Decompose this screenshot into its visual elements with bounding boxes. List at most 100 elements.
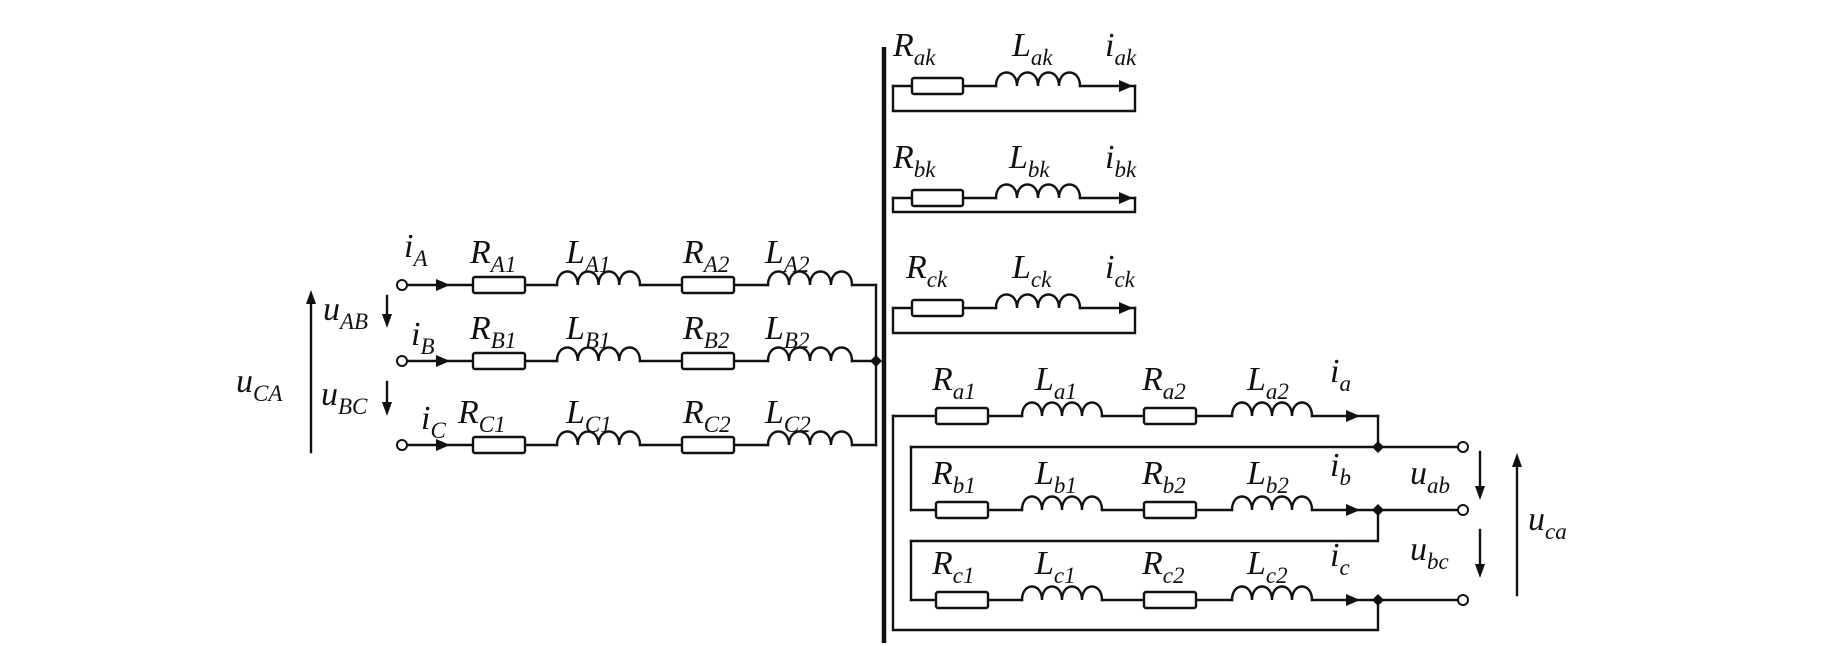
- resistor-C1: [471, 435, 527, 455]
- voltage-arrow-CA-icon: [306, 290, 316, 304]
- label-b2: Lb2: [1246, 455, 1289, 498]
- branch-ak-return: [891, 84, 1137, 113]
- resistor-A2: [680, 275, 736, 295]
- current-arrow-A-icon: [436, 279, 450, 291]
- resistor-bk: [910, 188, 965, 208]
- label-ia: ia: [1330, 353, 1351, 396]
- label-A1: LA1: [565, 234, 610, 277]
- label-ak: Lak: [1011, 27, 1053, 70]
- label-a1: La1: [1034, 361, 1077, 404]
- inductor-B2: [766, 346, 854, 363]
- label-c2: Rc2: [1141, 545, 1185, 588]
- primary-neutral-junction: [870, 355, 882, 367]
- junction-a: [1372, 441, 1384, 453]
- label-ubc: ubc: [1410, 531, 1449, 574]
- inductor-a2: [1230, 401, 1314, 418]
- label-C1: RC1: [457, 394, 506, 437]
- current-arrow-B-icon: [436, 355, 450, 367]
- voltage-arrow-ca-icon: [1512, 453, 1522, 467]
- line-b-return: [909, 508, 1380, 543]
- label-b1: Rb1: [931, 455, 976, 498]
- label-B2: RB2: [682, 310, 729, 353]
- inductor-A2: [766, 270, 854, 287]
- label-bk: ibk: [1105, 139, 1137, 182]
- label-iC: iC: [421, 400, 446, 443]
- inductor-c1: [1020, 585, 1104, 602]
- inductor-C1: [555, 430, 642, 447]
- label-c1: Rc1: [931, 545, 975, 588]
- label-B2: LB2: [764, 310, 809, 353]
- voltage-arrow-BC-icon: [382, 402, 392, 416]
- inductor-b1: [1020, 495, 1104, 512]
- label-uBC: uBC: [321, 376, 368, 419]
- branch-bk-return: [891, 196, 1137, 214]
- label-ak: iak: [1105, 27, 1137, 70]
- voltage-arrow-ab-icon: [1475, 486, 1485, 500]
- current-arrow-bk-icon: [1119, 192, 1133, 204]
- terminal-a: [1457, 441, 1469, 453]
- label-uca: uca: [1528, 501, 1567, 544]
- label-iA: iA: [404, 228, 428, 271]
- resistor-ck: [910, 298, 965, 318]
- current-arrow-c-icon: [1346, 594, 1360, 606]
- inductor-a1: [1020, 401, 1104, 418]
- label-a2: La2: [1246, 361, 1289, 404]
- resistor-a2: [1142, 406, 1198, 426]
- current-arrow-ak-icon: [1119, 80, 1133, 92]
- label-ic: ic: [1330, 537, 1350, 580]
- inductor-bk: [994, 183, 1082, 200]
- current-arrow-a-icon: [1346, 410, 1360, 422]
- junction-b: [1372, 504, 1384, 516]
- junction-c: [1372, 594, 1384, 606]
- label-c1: Lc1: [1034, 545, 1076, 588]
- label-bk: Rbk: [892, 139, 936, 182]
- label-uab: uab: [1410, 455, 1450, 498]
- current-arrow-ck-icon: [1119, 302, 1133, 314]
- label-b1: Lb1: [1034, 455, 1077, 498]
- terminal-c: [1457, 594, 1469, 606]
- label-uAB: uAB: [323, 291, 368, 334]
- label-C2: RC2: [682, 394, 731, 437]
- voltage-arrow-AB-icon: [382, 314, 392, 328]
- labels: RA1 LA1 RA2 LA2 iA RB1 LB1 RB2 LB2 iB RC1 LC1 RC2 LC2…: [236, 27, 1567, 588]
- resistor-ak: [910, 76, 965, 96]
- current-arrow-b-icon: [1346, 504, 1360, 516]
- resistor-b2: [1142, 500, 1198, 520]
- resistor-B2: [680, 351, 736, 371]
- outer-loop-a: [891, 414, 1380, 632]
- label-B1: RB1: [469, 310, 516, 353]
- inductor-ck: [994, 293, 1082, 310]
- inductor-B1: [555, 346, 642, 363]
- inductor-c2: [1230, 585, 1314, 602]
- label-uCA: uCA: [236, 363, 283, 406]
- inductor-ak: [994, 71, 1082, 88]
- current-arrow-C-icon: [436, 439, 450, 451]
- resistor-c2: [1142, 590, 1198, 610]
- terminal-b: [1457, 504, 1469, 516]
- inductor-C2: [766, 430, 854, 447]
- label-b2: Rb2: [1141, 455, 1186, 498]
- voltage-arrow-bc-icon: [1475, 564, 1485, 578]
- label-C1: LC1: [565, 394, 612, 437]
- label-B1: LB1: [565, 310, 610, 353]
- label-C2: LC2: [764, 394, 811, 437]
- label-bk: Lbk: [1008, 139, 1050, 182]
- label-A2: LA2: [764, 234, 809, 277]
- label-a1: Ra1: [931, 361, 976, 404]
- resistor-c1: [934, 590, 990, 610]
- branch-ck-return: [891, 306, 1137, 335]
- label-ak: Rak: [892, 27, 936, 70]
- terminal-B: [396, 355, 408, 367]
- label-ib: ib: [1330, 447, 1351, 490]
- label-A2: RA2: [682, 234, 729, 277]
- label-ck: Rck: [905, 249, 948, 292]
- terminal-C: [396, 439, 408, 451]
- label-a2: Ra2: [1141, 361, 1186, 404]
- label-iB: iB: [411, 316, 435, 359]
- resistor-A1: [471, 275, 527, 295]
- label-A1: RA1: [469, 234, 516, 277]
- label-ck: Lck: [1011, 249, 1052, 292]
- terminal-A: [396, 279, 408, 291]
- resistor-C2: [680, 435, 736, 455]
